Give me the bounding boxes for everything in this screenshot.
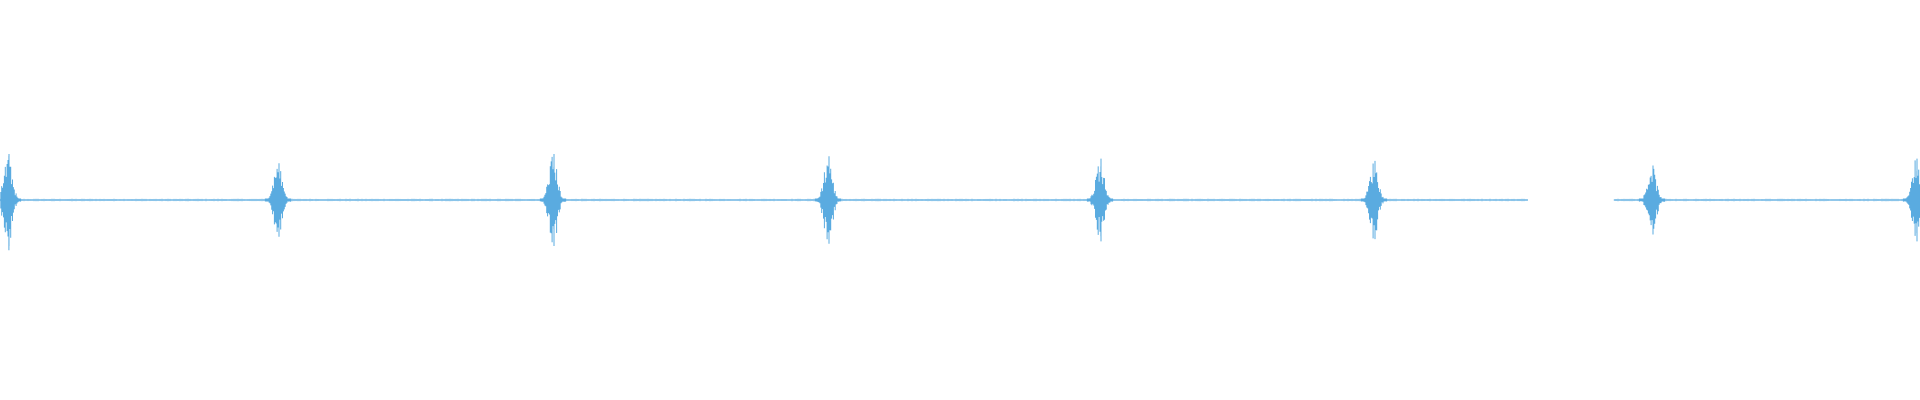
waveform-burst: [814, 156, 842, 244]
waveform-burst: [0, 154, 22, 251]
waveform-burst: [264, 163, 292, 237]
waveform-burst: [1086, 158, 1114, 242]
waveform-burst: [1360, 160, 1388, 240]
baseline-noise: [0, 198, 1527, 202]
waveform-burst: [539, 154, 567, 246]
waveform-burst: [1638, 165, 1666, 235]
waveform-burst: [1902, 158, 1920, 242]
waveform-bursts: [0, 154, 1920, 251]
